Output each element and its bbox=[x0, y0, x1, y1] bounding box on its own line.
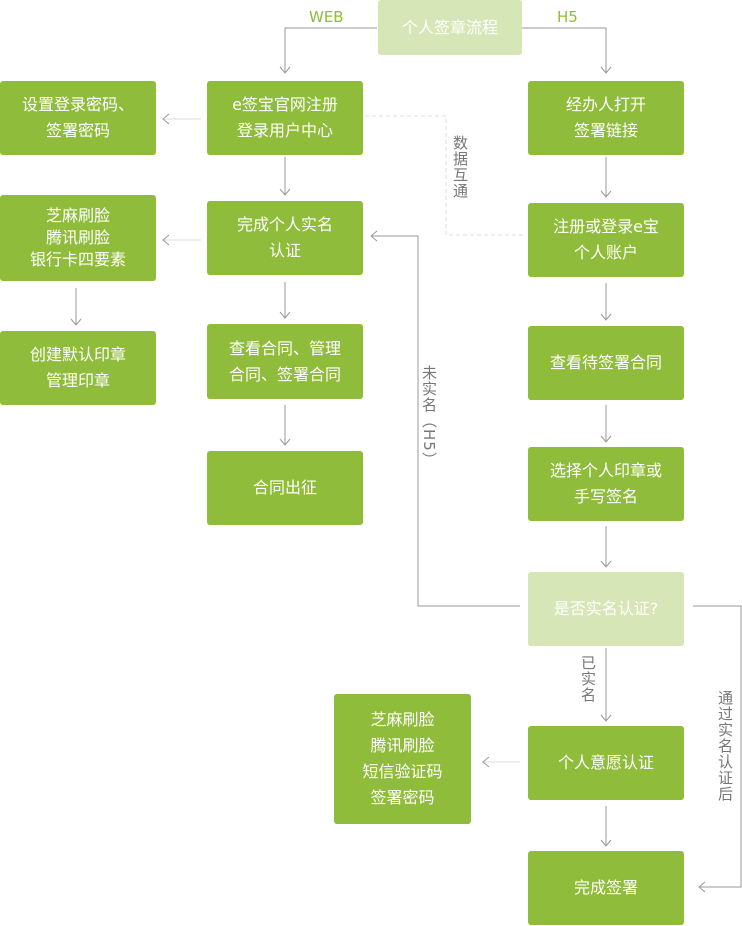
h5-decision-verified: 是否实名认证? bbox=[528, 572, 684, 646]
h5-step-view-contract-text: 查看待签署合同 bbox=[549, 353, 662, 372]
web-side-verify-methods-text: 芝麻刷脸 腾讯刷脸 银行卡四要素 bbox=[29, 206, 126, 269]
h5-decision-verified-text: 是否实名认证? bbox=[553, 599, 659, 618]
web-step-verify-text: 完成个人实名 认证 bbox=[236, 215, 333, 260]
web-side-verify-methods: 芝麻刷脸 腾讯刷脸 银行卡四要素 bbox=[0, 195, 156, 281]
h5-step-view-contract: 查看待签署合同 bbox=[528, 326, 684, 400]
h5-step-open-link-text: 经办人打开 签署链接 bbox=[565, 95, 646, 140]
branch-label-web: WEB bbox=[309, 8, 344, 26]
h5-side-intent-methods: 芝麻刷脸 腾讯刷脸 短信验证码 签署密码 bbox=[334, 694, 471, 824]
h5-step-complete: 完成签署 bbox=[528, 851, 684, 925]
flow-title: 个人签章流程 bbox=[378, 0, 522, 55]
web-step-evidence: 合同出征 bbox=[207, 451, 363, 525]
web-step-register: e签宝官网注册 登录用户中心 bbox=[207, 81, 363, 155]
h5-step-login-text: 注册或登录e宝 个人账户 bbox=[553, 217, 659, 262]
label-verified: 已实名 bbox=[579, 655, 597, 703]
web-step-contracts: 查看合同、管理 合同、签署合同 bbox=[207, 324, 363, 399]
edge-title-web bbox=[284, 27, 377, 72]
label-not-verified: 未实名（H5） bbox=[420, 365, 438, 468]
web-step-register-text: e签宝官网注册 登录用户中心 bbox=[232, 95, 338, 140]
h5-step-open-link: 经办人打开 签署链接 bbox=[528, 81, 684, 155]
web-side-seal-text: 创建默认印章 管理印章 bbox=[29, 345, 126, 390]
label-data-sync: 数据互通 bbox=[451, 135, 469, 199]
h5-step-intent-auth-text: 个人意愿认证 bbox=[557, 753, 654, 772]
h5-step-complete-text: 完成签署 bbox=[573, 878, 638, 897]
h5-step-choose-seal-text: 选择个人印章或 手写签名 bbox=[549, 461, 662, 506]
edge-data-sync bbox=[365, 115, 526, 236]
web-side-password-text: 设置登录密码、 签署密码 bbox=[21, 95, 134, 140]
web-step-evidence-text: 合同出征 bbox=[252, 478, 317, 497]
web-step-contracts-text: 查看合同、管理 合同、签署合同 bbox=[228, 338, 341, 384]
label-after-verification: 通过实名认证后 bbox=[716, 690, 734, 802]
h5-side-intent-methods-text: 芝麻刷脸 腾讯刷脸 短信验证码 签署密码 bbox=[362, 710, 443, 807]
flow-title-text: 个人签章流程 bbox=[401, 17, 498, 37]
h5-step-intent-auth: 个人意愿认证 bbox=[528, 726, 684, 800]
web-side-password: 设置登录密码、 签署密码 bbox=[0, 81, 156, 155]
web-step-verify: 完成个人实名 认证 bbox=[207, 201, 363, 275]
branch-label-h5: H5 bbox=[557, 8, 578, 26]
h5-step-choose-seal: 选择个人印章或 手写签名 bbox=[528, 447, 684, 521]
edge-title-h5 bbox=[522, 27, 607, 72]
h5-step-login: 注册或登录e宝 个人账户 bbox=[528, 203, 684, 277]
web-side-seal: 创建默认印章 管理印章 bbox=[0, 331, 156, 405]
